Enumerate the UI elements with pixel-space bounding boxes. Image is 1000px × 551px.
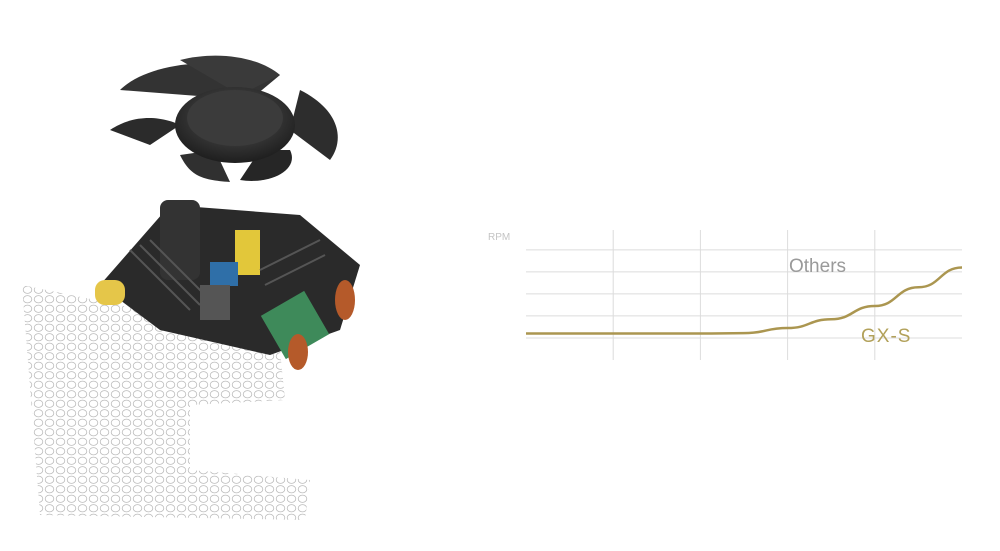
annotation-others: Others xyxy=(789,256,846,277)
series-line-gxs xyxy=(525,266,963,335)
fan-image xyxy=(110,55,338,182)
series-label-gxs: GX-S xyxy=(861,326,911,347)
circuit-board-image xyxy=(95,200,360,370)
psu-illustration xyxy=(22,55,360,520)
grid xyxy=(526,230,962,360)
y-axis-label: RPM xyxy=(488,232,510,243)
